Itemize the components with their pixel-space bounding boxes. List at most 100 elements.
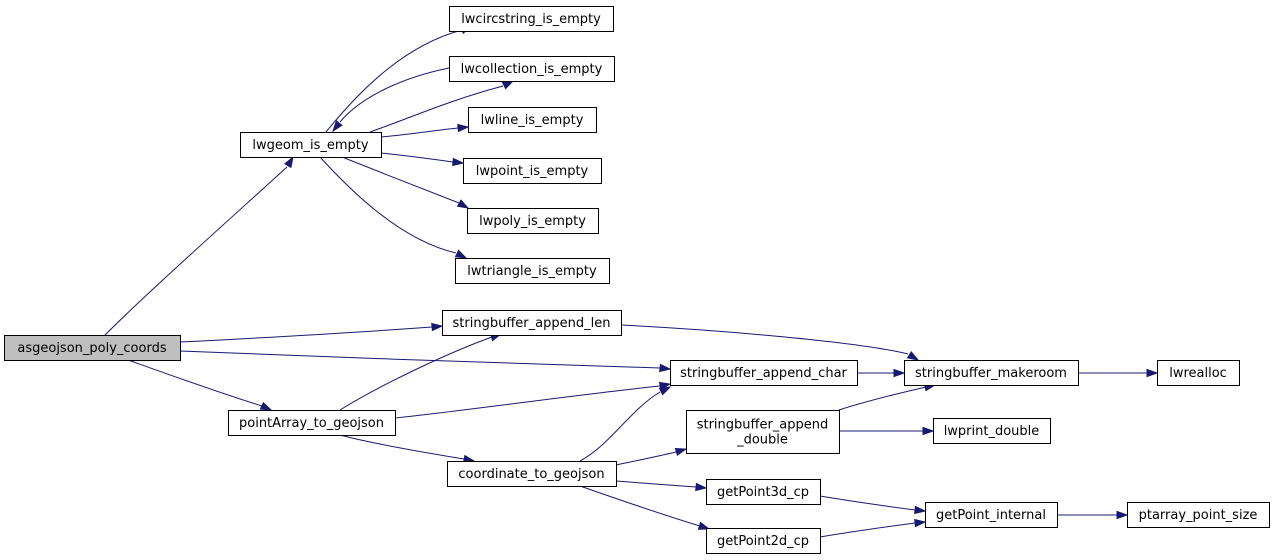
node-stringbuffer_append_char[interactable]: stringbuffer_append_char (670, 360, 858, 386)
node-asgeojson_poly_coords[interactable]: asgeojson_poly_coords (4, 335, 181, 361)
edge-line (179, 326, 433, 343)
arrowhead-icon (697, 521, 711, 530)
node-pointArray_to_geojson[interactable]: pointArray_to_geojson (228, 410, 396, 436)
node-box[interactable] (468, 107, 597, 133)
node-lwcircstring_is_empty[interactable]: lwcircstring_is_empty (449, 6, 614, 32)
node-box[interactable] (925, 502, 1058, 528)
node-label: stringbuffer_makeroom (915, 366, 1067, 381)
edge-line (380, 152, 454, 163)
node-label: lwline_is_empty (481, 113, 584, 128)
edge-line (341, 156, 460, 204)
node-box[interactable] (706, 528, 821, 554)
edge-getPoint2d_cp-to-getPoint_internal (819, 518, 927, 538)
node-lwcollection_is_empty[interactable]: lwcollection_is_empty (449, 56, 615, 82)
node-getPoint2d_cp[interactable]: getPoint2d_cp (706, 528, 821, 554)
node-label: asgeojson_poly_coords (17, 341, 166, 356)
node-getPoint_internal[interactable]: getPoint_internal (925, 502, 1058, 528)
node-box[interactable] (933, 418, 1051, 444)
edge-asgeojson_poly_coords-to-pointArray_to_geojson (127, 359, 273, 411)
node-getPoint3d_cp[interactable]: getPoint3d_cp (706, 479, 821, 505)
node-stringbuffer_makeroom[interactable]: stringbuffer_makeroom (904, 360, 1079, 386)
edge-line (179, 350, 661, 369)
node-label: getPoint_internal (936, 508, 1046, 523)
edge-getPoint3d_cp-to-getPoint_internal (819, 495, 927, 515)
node-box[interactable] (706, 479, 821, 505)
node-box[interactable] (449, 56, 615, 82)
arrowhead-icon (1146, 368, 1159, 378)
node-ptarray_point_size[interactable]: ptarray_point_size (1127, 502, 1270, 528)
node-box[interactable] (449, 6, 614, 32)
node-label: lwcollection_is_empty (461, 62, 603, 77)
node-stringbuffer_append_double[interactable]: stringbuffer_append_double (686, 410, 840, 454)
arrowhead-icon (259, 401, 273, 411)
edge-line (339, 434, 465, 460)
edge-line (819, 495, 916, 511)
node-box[interactable] (904, 360, 1079, 386)
edge-line (615, 480, 697, 488)
node-lwpoly_is_empty[interactable]: lwpoly_is_empty (467, 208, 599, 234)
node-label: lwtriangle_is_empty (467, 264, 597, 279)
edge-line (394, 385, 661, 419)
node-box[interactable] (1157, 360, 1240, 386)
node-label: _double (736, 433, 788, 448)
node-lwline_is_empty[interactable]: lwline_is_empty (468, 107, 597, 133)
edge-lwgeom_is_empty-to-lwline_is_empty (380, 123, 470, 138)
node-label: lwcircstring_is_empty (461, 12, 601, 27)
edge-coordinate_to_geojson-to-getPoint2d_cp (579, 485, 711, 530)
node-box[interactable] (670, 360, 858, 386)
edge-line (579, 485, 701, 527)
edge-asgeojson_poly_coords-to-lwgeom_is_empty (104, 155, 294, 336)
edge-line (620, 324, 909, 355)
edge-coordinate_to_geojson-to-stringbuffer_append_double (615, 447, 688, 466)
edge-line (319, 156, 457, 254)
node-box[interactable] (1127, 502, 1270, 528)
node-box[interactable] (455, 258, 610, 284)
node-lwrealloc[interactable]: lwrealloc (1157, 360, 1240, 386)
arrowhead-icon (457, 123, 470, 133)
node-lwprint_double[interactable]: lwprint_double (933, 418, 1051, 444)
node-label: lwgeom_is_empty (252, 138, 369, 153)
arrowhead-icon (659, 363, 672, 373)
node-box[interactable] (228, 410, 396, 436)
edge-lwgeom_is_empty-to-lwpoly_is_empty (341, 156, 470, 209)
edge-line (104, 166, 288, 336)
node-box[interactable] (463, 158, 602, 184)
edge-lwcollection_is_empty-to-lwgeom_is_empty (332, 67, 450, 133)
edge-asgeojson_poly_coords-to-stringbuffer_append_len (179, 322, 444, 343)
node-stringbuffer_append_len[interactable]: stringbuffer_append_len (442, 310, 622, 336)
node-box[interactable] (447, 461, 617, 487)
edge-lwgeom_is_empty-to-lwtriangle_is_empty (319, 156, 468, 259)
node-box[interactable] (686, 410, 840, 454)
node-label: lwrealloc (1169, 366, 1227, 381)
edge-line (819, 522, 916, 538)
node-label: lwpoly_is_empty (479, 214, 586, 229)
node-lwpoint_is_empty[interactable]: lwpoint_is_empty (463, 158, 602, 184)
edge-asgeojson_poly_coords-to-stringbuffer_append_char (179, 350, 672, 373)
edge-stringbuffer_makeroom-to-lwrealloc (1078, 368, 1159, 378)
node-label: getPoint2d_cp (717, 534, 809, 549)
edge-line (838, 386, 927, 411)
arrowhead-icon (454, 249, 468, 259)
edge-line (369, 85, 504, 133)
node-label: lwprint_double (944, 424, 1040, 439)
edge-line (380, 127, 459, 138)
node-label: stringbuffer_append_len (453, 316, 611, 331)
node-lwtriangle_is_empty[interactable]: lwtriangle_is_empty (455, 258, 610, 284)
arrowhead-icon (674, 447, 688, 457)
node-label: pointArray_to_geojson (239, 416, 384, 431)
edge-stringbuffer_append_double-to-stringbuffer_makeroom (838, 383, 937, 411)
node-box[interactable] (467, 208, 599, 234)
node-lwgeom_is_empty[interactable]: lwgeom_is_empty (240, 132, 382, 158)
arrowhead-icon (914, 518, 927, 528)
edge-pointArray_to_geojson-to-stringbuffer_append_char (394, 381, 672, 419)
edge-coordinate_to_geojson-to-stringbuffer_append_char (579, 386, 672, 462)
node-box[interactable] (442, 310, 622, 336)
edge-line (579, 391, 661, 462)
arrowhead-icon (456, 199, 470, 209)
nodes-layer: asgeojson_poly_coords lwgeom_is_empty lwci… (4, 6, 1270, 554)
node-box[interactable] (240, 132, 382, 158)
node-coordinate_to_geojson[interactable]: coordinate_to_geojson (447, 461, 617, 487)
root-node-box[interactable] (4, 335, 181, 361)
arrowhead-icon (893, 368, 906, 378)
